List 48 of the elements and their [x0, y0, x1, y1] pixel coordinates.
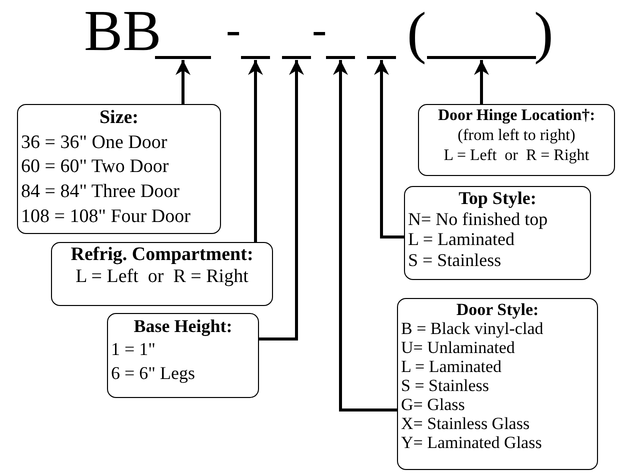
blank-line — [241, 56, 270, 59]
option-text: L = Left or R = Right — [442, 146, 590, 166]
option-text: 108 = 108" Four Door — [21, 204, 192, 229]
heading: Base Height: — [132, 315, 234, 338]
option-text: 6 = 6" Legs — [111, 362, 196, 385]
blank-line — [282, 56, 311, 59]
separator: - — [312, 8, 327, 52]
arrow — [474, 60, 489, 104]
option-text: U= Unlaminated — [401, 338, 516, 358]
option-text: 1 = 1" — [111, 338, 156, 362]
heading: Door Hinge Location†: — [436, 106, 596, 126]
option-text: X= Stainless Glass — [401, 414, 531, 434]
option-text: N= No finished top — [408, 208, 549, 230]
arrow — [248, 60, 263, 242]
arrow — [333, 60, 397, 412]
option-text: G= Glass — [401, 395, 466, 414]
legend-box — [107, 313, 259, 398]
heading: Top Style: — [458, 188, 538, 209]
legend-box — [397, 298, 598, 470]
blank-line — [155, 56, 211, 59]
option-text: L = Left or R = Right — [74, 266, 250, 288]
option-text: L = Laminated — [401, 357, 503, 376]
option-text: Y= Laminated Glass — [401, 433, 543, 452]
option-text: L = Laminated — [408, 229, 516, 250]
legend-box — [404, 186, 591, 280]
separator: ) — [534, 4, 554, 62]
legend-box — [418, 104, 615, 176]
heading: Size: — [98, 106, 140, 130]
separator: - — [226, 8, 241, 52]
option-text: 60 = 60" Two Door — [21, 155, 170, 180]
arrow — [374, 60, 404, 238]
blank-line — [367, 56, 396, 59]
option-text: 36 = 36" One Door — [21, 130, 168, 155]
option-text: S = Stainless — [401, 376, 490, 396]
arrow — [176, 60, 190, 104]
blank-line — [326, 56, 355, 59]
option-text: 84 = 84" Three Door — [21, 180, 180, 204]
option-text: (from left to right) — [456, 126, 576, 146]
blank-line — [427, 56, 536, 59]
legend-box — [17, 104, 221, 234]
separator: ( — [407, 4, 426, 62]
model-prefix: BB — [84, 2, 162, 60]
heading: Refrig. Compartment: — [70, 244, 254, 266]
option-text: S = Stainless — [408, 250, 502, 271]
legend-box — [51, 242, 273, 306]
arrow — [259, 60, 304, 340]
heading: Door Style: — [455, 300, 540, 320]
option-text: B = Black vinyl-clad — [401, 319, 544, 338]
